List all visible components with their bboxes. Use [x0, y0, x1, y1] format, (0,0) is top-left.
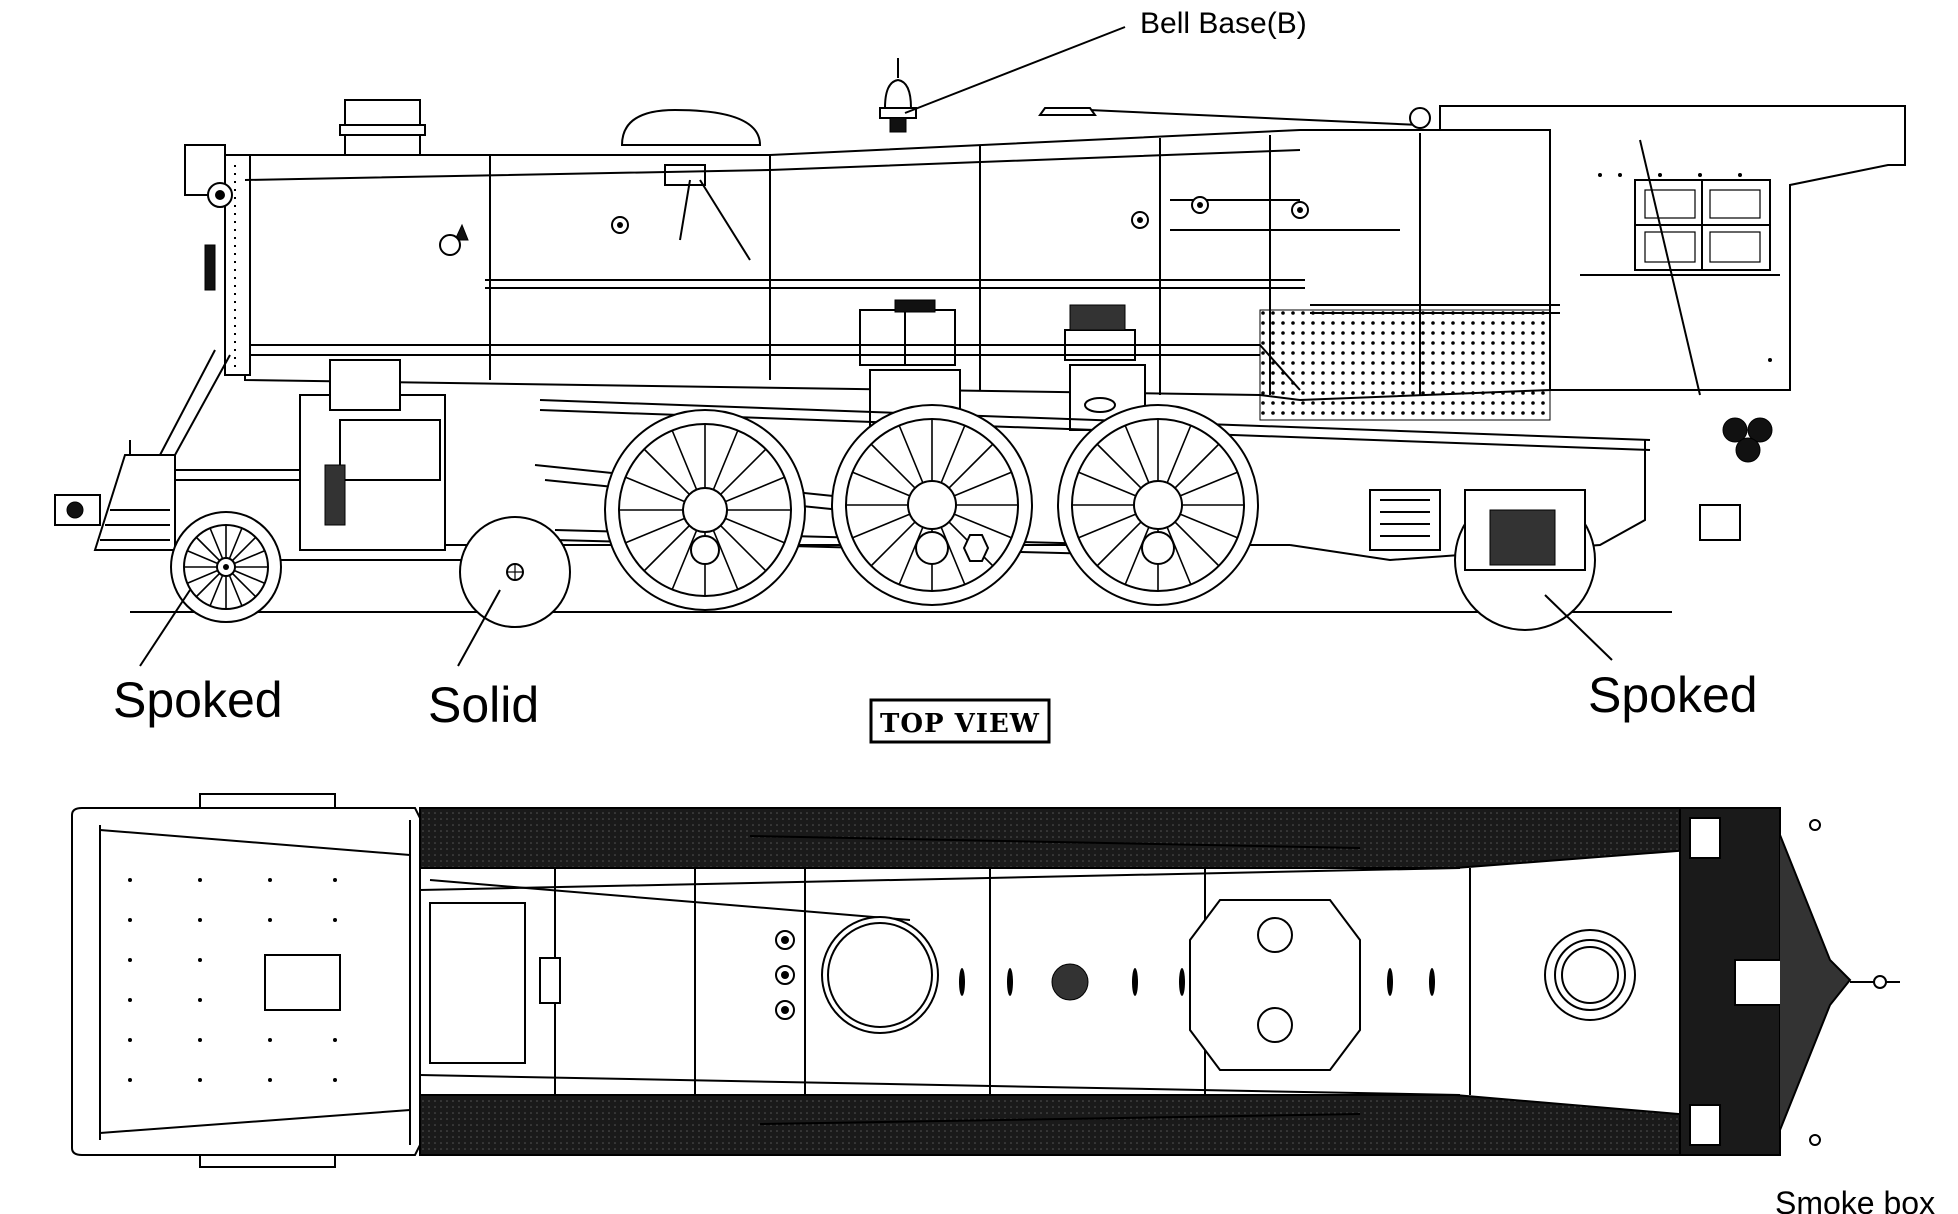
cab [1439, 105, 1906, 396]
pilot-wheel-label: Spoked [113, 672, 283, 728]
trailing-wheel-label: Solid [428, 677, 539, 733]
rear-truck-wheel-label: Spoked [1588, 667, 1758, 723]
pilot-wheel-leader [139, 589, 191, 667]
top-view-title-box [869, 698, 1051, 744]
cylinder [299, 359, 446, 551]
sand-dome [620, 108, 762, 146]
driver-wheel-1 [604, 409, 806, 611]
stack-top [1544, 929, 1636, 1021]
dome-top-1 [821, 916, 939, 1034]
top-view [71, 793, 1900, 1168]
driver-wheel-2 [831, 404, 1033, 606]
pilot-wheel [170, 511, 282, 623]
bell-base-label: Bell Base(B) [1140, 7, 1307, 40]
top-view-title: TOP VIEW [880, 709, 1040, 739]
rear-truck-leader [1544, 594, 1613, 661]
side-view [54, 58, 1906, 631]
rear-truck [1369, 417, 1773, 631]
boiler [244, 129, 1560, 421]
solid-wheel [459, 516, 571, 628]
dome-top-2 [1189, 899, 1361, 1071]
cab-roof-top [71, 807, 421, 1156]
bell-top [1051, 963, 1089, 1001]
solid-wheel-leader [457, 589, 501, 667]
smoke-box-front [184, 144, 251, 376]
pilot [54, 349, 300, 551]
bell [879, 58, 917, 133]
driver-wheel-3 [1057, 404, 1259, 606]
smoke-box-label: Smoke box [1775, 1185, 1935, 1214]
bell-base-leader [904, 26, 1126, 114]
